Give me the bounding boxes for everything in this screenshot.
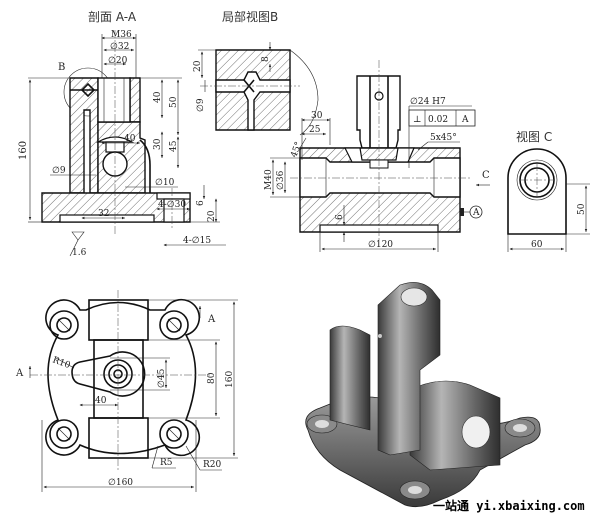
tol-symbol: ⊥ xyxy=(413,115,421,125)
top-dim-w40: 40 xyxy=(95,396,107,406)
roughness-value: 1.6 xyxy=(72,248,87,258)
dim-d24-h7: ∅24 H7 xyxy=(410,97,446,107)
detail-b-view: 局部视图B 20 ∅9 8 xyxy=(193,9,319,136)
dim-holes30: 4-∅30 xyxy=(158,200,186,210)
dim-w32: 32 xyxy=(98,209,109,219)
dim-d160: ∅160 xyxy=(108,478,133,488)
dim-d32: ∅32 xyxy=(110,42,129,52)
view-c-dim-w60: 60 xyxy=(531,240,543,250)
front-dim-h6: 6 xyxy=(335,214,345,220)
view-arrow-c: C xyxy=(482,170,490,181)
dim-h20: 20 xyxy=(207,210,217,222)
view-c-title: 视图 C xyxy=(516,129,552,144)
dim-w25: 25 xyxy=(309,125,321,135)
section-aa-view: 剖面 A-A M36 ∅32 ∅20 B xyxy=(18,10,226,258)
dim-h6: 6 xyxy=(196,200,206,206)
tol-value: 0.02 xyxy=(428,115,448,125)
front-section-view: ∅24 H7 ⊥ 0.02 A 30 25 45° 5x45° M40 ∅36 … xyxy=(264,60,490,252)
section-mark-a-right: A xyxy=(207,314,216,325)
view-c-dim-h50: 50 xyxy=(577,203,587,215)
dim-chamfer: 5x45° xyxy=(430,133,457,143)
dim-h30: 30 xyxy=(153,138,163,150)
isometric-render xyxy=(305,282,541,508)
dim-w30: 30 xyxy=(311,111,323,121)
dim-d9: ∅9 xyxy=(52,166,66,176)
dim-d45: ∅45 xyxy=(157,368,167,388)
dim-h40: 40 xyxy=(153,91,163,103)
watermark: 一站通 yi.xbaixing.com xyxy=(433,498,585,513)
detail-dim-h20: 20 xyxy=(193,60,203,72)
dim-m40: M40 xyxy=(264,169,274,190)
dim-m36: M36 xyxy=(111,30,132,40)
top-view: A A R10 ∅45 80 160 40 R5 R20 xyxy=(15,290,238,492)
detail-dim-h8: 8 xyxy=(261,56,271,62)
detail-b-title: 局部视图B xyxy=(222,9,278,24)
view-c: 视图 C 50 60 xyxy=(507,129,590,252)
dim-d36: ∅36 xyxy=(276,170,286,190)
dim-h160: 160 xyxy=(18,141,29,160)
dim-holes15: 4-∅15 xyxy=(183,236,211,246)
dim-d20: ∅20 xyxy=(108,56,128,66)
dim-h45: 45 xyxy=(169,140,179,152)
dim-r20: R20 xyxy=(203,460,222,470)
detail-dim-d9: ∅9 xyxy=(196,98,206,112)
dim-d120: ∅120 xyxy=(368,240,393,250)
dim-r10: R10 xyxy=(51,355,72,371)
dim-h80: 80 xyxy=(207,372,217,384)
tol-datum: A xyxy=(461,115,469,125)
section-aa-title: 剖面 A-A xyxy=(88,10,137,24)
datum-a: A xyxy=(472,208,480,218)
dim-w40: 40 xyxy=(124,134,136,144)
label-b: B xyxy=(58,62,65,73)
section-mark-a-left: A xyxy=(15,368,24,379)
dim-d10: ∅10 xyxy=(155,178,175,188)
top-dim-h160: 160 xyxy=(225,371,235,388)
dim-h50: 50 xyxy=(169,96,179,108)
dim-r5: R5 xyxy=(160,458,173,468)
